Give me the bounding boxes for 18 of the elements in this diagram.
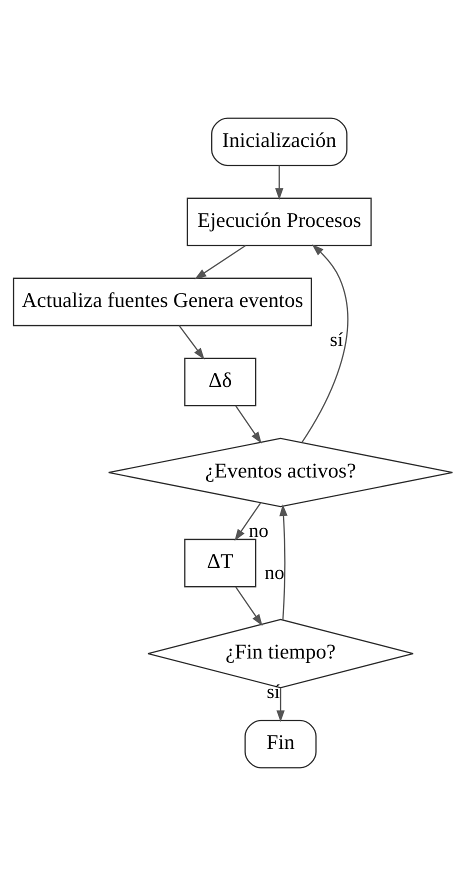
arrow xyxy=(234,502,261,541)
node-box: Fin xyxy=(244,720,317,768)
arrow xyxy=(301,244,348,443)
node-diamond: ¿Eventos activos? xyxy=(108,438,454,508)
node-box: Actualiza fuentes Genera eventos xyxy=(12,278,312,326)
edge-label: no xyxy=(264,562,284,584)
arrow xyxy=(276,688,285,722)
node-box: Inicialización xyxy=(211,118,348,166)
node-box: ΔT xyxy=(184,538,256,588)
node-box: Δδ xyxy=(184,358,256,406)
arrow xyxy=(275,166,284,200)
arrow xyxy=(194,245,246,280)
arrow xyxy=(178,325,205,360)
node-box: Ejecución Procesos xyxy=(186,198,372,246)
edge-label: sí xyxy=(330,328,344,351)
arrow xyxy=(235,586,263,626)
arrow xyxy=(279,504,288,620)
arrow xyxy=(235,406,262,444)
